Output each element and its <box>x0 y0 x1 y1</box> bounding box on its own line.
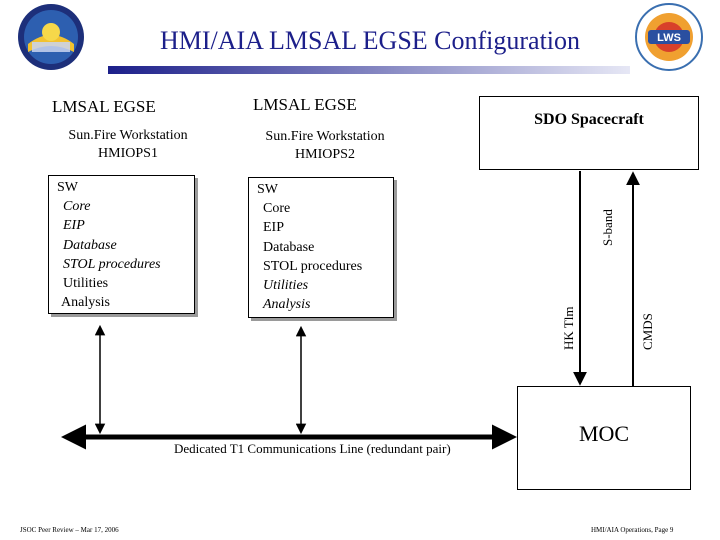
moc-label: MOC <box>578 421 630 446</box>
ws2-sw-item: Core <box>263 201 291 217</box>
ws2-machine-name: Sun.Fire Workstation <box>265 129 385 144</box>
ws1-sw-item: EIP <box>63 218 85 234</box>
ws1-sw-item: STOL procedures <box>63 256 161 272</box>
s-band-label: S-band <box>600 209 615 246</box>
ws2-sw-title: SW <box>257 182 278 197</box>
ws2-sw-box: SW Core EIP Database STOL procedures Uti… <box>248 177 394 318</box>
ws2-hostname: HMIOPS2 <box>295 147 355 162</box>
lws-logo-text: LWS <box>657 32 681 44</box>
ws1-machine-name: Sun.Fire Workstation <box>68 128 188 143</box>
sdo-spacecraft-box: SDO Spacecraft <box>479 96 699 170</box>
ws2-machine: Sun.Fire Workstation HMIOPS2 <box>245 128 405 164</box>
page-title: HMI/AIA LMSAL EGSE Configuration <box>159 26 581 55</box>
t1-line-label: Dedicated T1 Communications Line (redund… <box>174 441 451 456</box>
ws1-sw-box: SW Core EIP Database STOL procedures Uti… <box>48 175 195 314</box>
ws1-sw-item: Core <box>63 199 91 215</box>
hk-tlm-label: HK Tlm <box>561 306 576 350</box>
ws1-sw-item: Database <box>63 237 117 253</box>
lws-logo-icon: LWS <box>635 3 703 71</box>
footer-right: HMI/AIA Operations, Page 9 <box>591 526 674 534</box>
ws1-sw-item: Analysis <box>61 295 110 311</box>
ws2-sw-item: Utilities <box>263 278 309 294</box>
ws1-sw-title: SW <box>57 180 78 195</box>
ws2-sw-item: EIP <box>263 220 284 236</box>
ws2-sw-item: STOL procedures <box>263 258 363 274</box>
ws1-heading: LMSAL EGSE <box>52 97 156 116</box>
ws2-sw-item: Database <box>263 239 315 255</box>
ws1-machine: Sun.Fire Workstation HMIOPS1 <box>48 127 208 163</box>
ws2-heading: LMSAL EGSE <box>253 95 357 114</box>
sdo-logo-icon <box>18 4 84 70</box>
moc-box: MOC <box>517 386 691 490</box>
cmds-label: CMDS <box>640 313 655 350</box>
ws2-sw-item: Analysis <box>263 297 311 313</box>
ws1-sw-item: Utilities <box>63 276 109 292</box>
sdo-spacecraft-label: SDO Spacecraft <box>534 111 644 128</box>
title-underline <box>108 66 630 74</box>
footer-left: JSOC Peer Review – Mar 17, 2006 <box>20 526 119 534</box>
ws1-hostname: HMIOPS1 <box>98 146 158 161</box>
